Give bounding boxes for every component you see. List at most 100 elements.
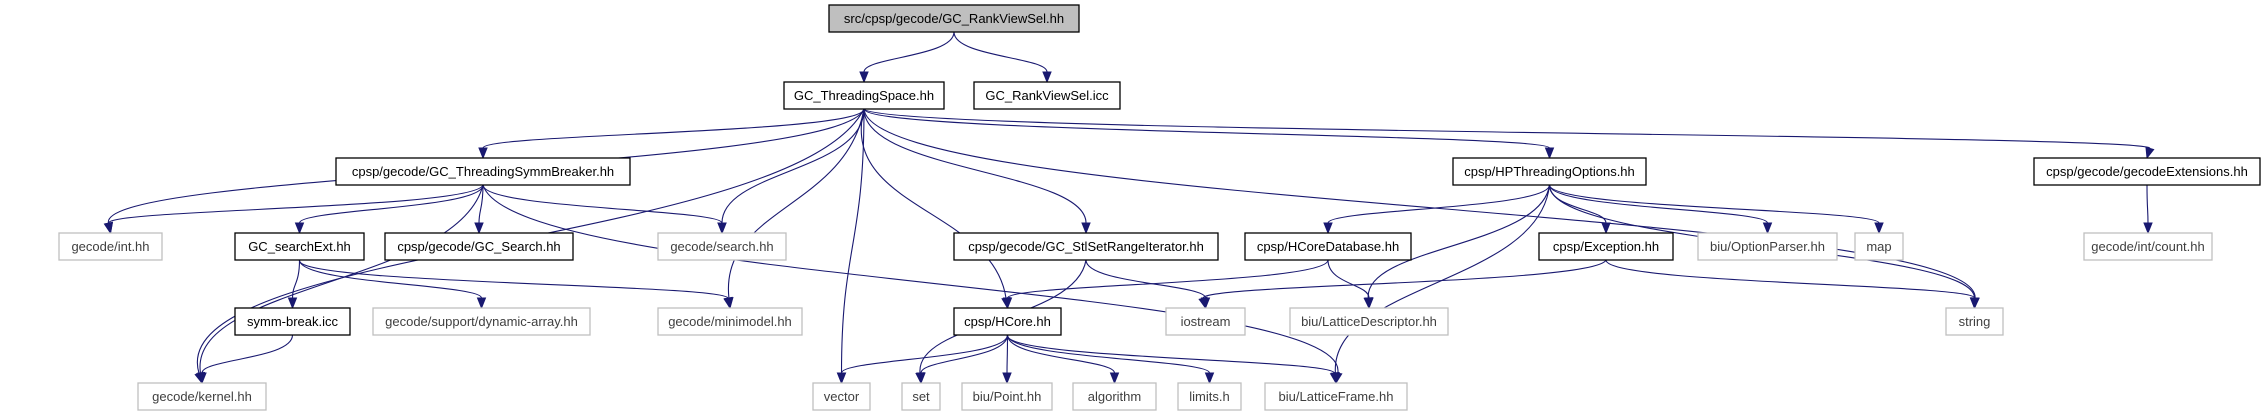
node-int: gecode/int.hh — [58, 232, 163, 261]
edge-arrowhead — [103, 221, 114, 235]
node-se[interactable]: GC_searchExt.hh — [234, 232, 365, 261]
edge-arrowhead — [1002, 297, 1013, 310]
edge-sb-to-kernel — [197, 334, 294, 385]
node-label: algorithm — [1088, 389, 1141, 404]
edge-tsb-to-kernel — [195, 184, 484, 385]
node-label: symm-break.icc — [247, 314, 339, 329]
edge-arrowhead — [1081, 222, 1091, 235]
edge-arrowhead — [1323, 222, 1333, 235]
node-label: GC_searchExt.hh — [248, 239, 351, 254]
node-label: cpsp/gecode/GC_Search.hh — [397, 239, 560, 254]
edge-hcdb-to-hcore — [1002, 259, 1329, 310]
edge-arrowhead — [287, 297, 298, 310]
edge-arrowhead — [476, 297, 487, 310]
edge-ts-to-vector — [836, 108, 865, 385]
edge-se-to-dyn — [298, 259, 487, 310]
edge-ts-to-tsb — [478, 108, 865, 160]
edge-arrowhead — [916, 372, 926, 385]
edge-hcore-to-algo — [1006, 334, 1120, 385]
node-dyn: gecode/support/dynamic-array.hh — [372, 307, 591, 336]
edge-arrowhead — [723, 296, 733, 310]
edge-arrowhead — [2145, 146, 2155, 160]
edge-hpo-to-map — [1548, 184, 1884, 235]
edge-gext-to-count — [2143, 184, 2153, 235]
edge-arrowhead — [1109, 372, 1120, 385]
edge-arrowhead — [2143, 222, 2153, 235]
node-map: map — [1854, 232, 1904, 261]
edge-hcore-to-lf — [1006, 334, 1340, 385]
node-label: gecode/int.hh — [71, 239, 149, 254]
edge-arrowhead — [474, 222, 484, 235]
node-set: set — [901, 382, 941, 411]
edge-hcdb-to-ld — [1327, 259, 1374, 310]
node-label: gecode/int/count.hh — [2091, 239, 2204, 254]
edges — [103, 31, 2155, 385]
edge-arrowhead — [836, 372, 847, 385]
node-label: cpsp/gecode/GC_StlSetRangeIterator.hh — [968, 239, 1204, 254]
edge-arrowhead — [478, 147, 488, 160]
edge-arrowhead — [1969, 297, 1980, 310]
node-label: biu/OptionParser.hh — [1710, 239, 1825, 254]
edge-hcore-to-limits — [1006, 334, 1215, 385]
edge-arrowhead — [1544, 147, 1555, 160]
edge-hcore-to-vector — [836, 334, 1009, 385]
node-hcore[interactable]: cpsp/HCore.hh — [953, 307, 1062, 336]
node-opt: biu/OptionParser.hh — [1697, 232, 1838, 261]
node-label: biu/LatticeFrame.hh — [1279, 389, 1394, 404]
node-root[interactable]: src/cpsp/gecode/GC_RankViewSel.hh — [828, 4, 1080, 33]
node-gs[interactable]: cpsp/gecode/GC_Search.hh — [384, 232, 574, 261]
edge-arrowhead — [1329, 371, 1340, 385]
node-label: map — [1866, 239, 1891, 254]
node-label: gecode/search.hh — [670, 239, 773, 254]
node-exc[interactable]: cpsp/Exception.hh — [1538, 232, 1674, 261]
node-search: gecode/search.hh — [657, 232, 787, 261]
node-sb[interactable]: symm-break.icc — [234, 307, 351, 336]
node-string: string — [1945, 307, 2004, 336]
node-label: gecode/kernel.hh — [152, 389, 252, 404]
node-tsb[interactable]: cpsp/gecode/GC_ThreadingSymmBreaker.hh — [335, 157, 631, 186]
edge-arrowhead — [859, 71, 869, 84]
node-ld: biu/LatticeDescriptor.hh — [1289, 307, 1449, 336]
node-hcdb[interactable]: cpsp/HCoreDatabase.hh — [1244, 232, 1412, 261]
edge-root-to-icc — [953, 31, 1052, 84]
edge-arrowhead — [1601, 222, 1611, 235]
node-label: set — [912, 389, 930, 404]
node-label: iostream — [1181, 314, 1231, 329]
edge-tsb-to-search — [482, 184, 727, 235]
node-limits: limits.h — [1177, 382, 1242, 411]
node-label: string — [1959, 314, 1991, 329]
node-hpo[interactable]: cpsp/HPThreadingOptions.hh — [1452, 157, 1647, 186]
node-lf: biu/LatticeFrame.hh — [1264, 382, 1408, 411]
edge-arrowhead — [717, 222, 727, 235]
edge-hpo-to-opt — [1548, 184, 1773, 235]
edge-arrowhead — [1042, 71, 1052, 84]
node-point: biu/Point.hh — [961, 382, 1053, 411]
edge-arrowhead — [1364, 297, 1374, 310]
edge-arrowhead — [294, 222, 305, 235]
edge-arrowhead — [1204, 372, 1215, 385]
node-label: gecode/minimodel.hh — [668, 314, 792, 329]
edge-ts-to-mini — [724, 108, 865, 310]
node-gext[interactable]: cpsp/gecode/gecodeExtensions.hh — [2033, 157, 2261, 186]
node-label: cpsp/HCore.hh — [964, 314, 1051, 329]
node-icc[interactable]: GC_RankViewSel.icc — [973, 81, 1121, 110]
node-ts[interactable]: GC_ThreadingSpace.hh — [783, 81, 945, 110]
edge-hpo-to-hcdb — [1323, 184, 1551, 235]
node-label: cpsp/Exception.hh — [1553, 239, 1659, 254]
edge-tsb-to-lf — [482, 184, 1343, 385]
edge-hpo-to-exc — [1548, 184, 1611, 235]
nodes: src/cpsp/gecode/GC_RankViewSel.hhGC_Thre… — [58, 4, 2261, 411]
node-label: GC_ThreadingSpace.hh — [794, 88, 934, 103]
node-vector: vector — [812, 382, 871, 411]
node-srr[interactable]: cpsp/gecode/GC_StlSetRangeIterator.hh — [953, 232, 1219, 261]
node-label: biu/LatticeDescriptor.hh — [1301, 314, 1437, 329]
edge-hcore-to-set — [916, 334, 1009, 385]
edge-hcore-to-point — [1002, 334, 1012, 385]
node-label: cpsp/HPThreadingOptions.hh — [1464, 164, 1635, 179]
edge-ts-to-search — [717, 108, 865, 235]
edge-se-to-sb — [287, 259, 301, 310]
node-count: gecode/int/count.hh — [2083, 232, 2213, 261]
edge-tsb-to-gs — [474, 184, 484, 235]
node-kernel: gecode/kernel.hh — [137, 382, 267, 411]
